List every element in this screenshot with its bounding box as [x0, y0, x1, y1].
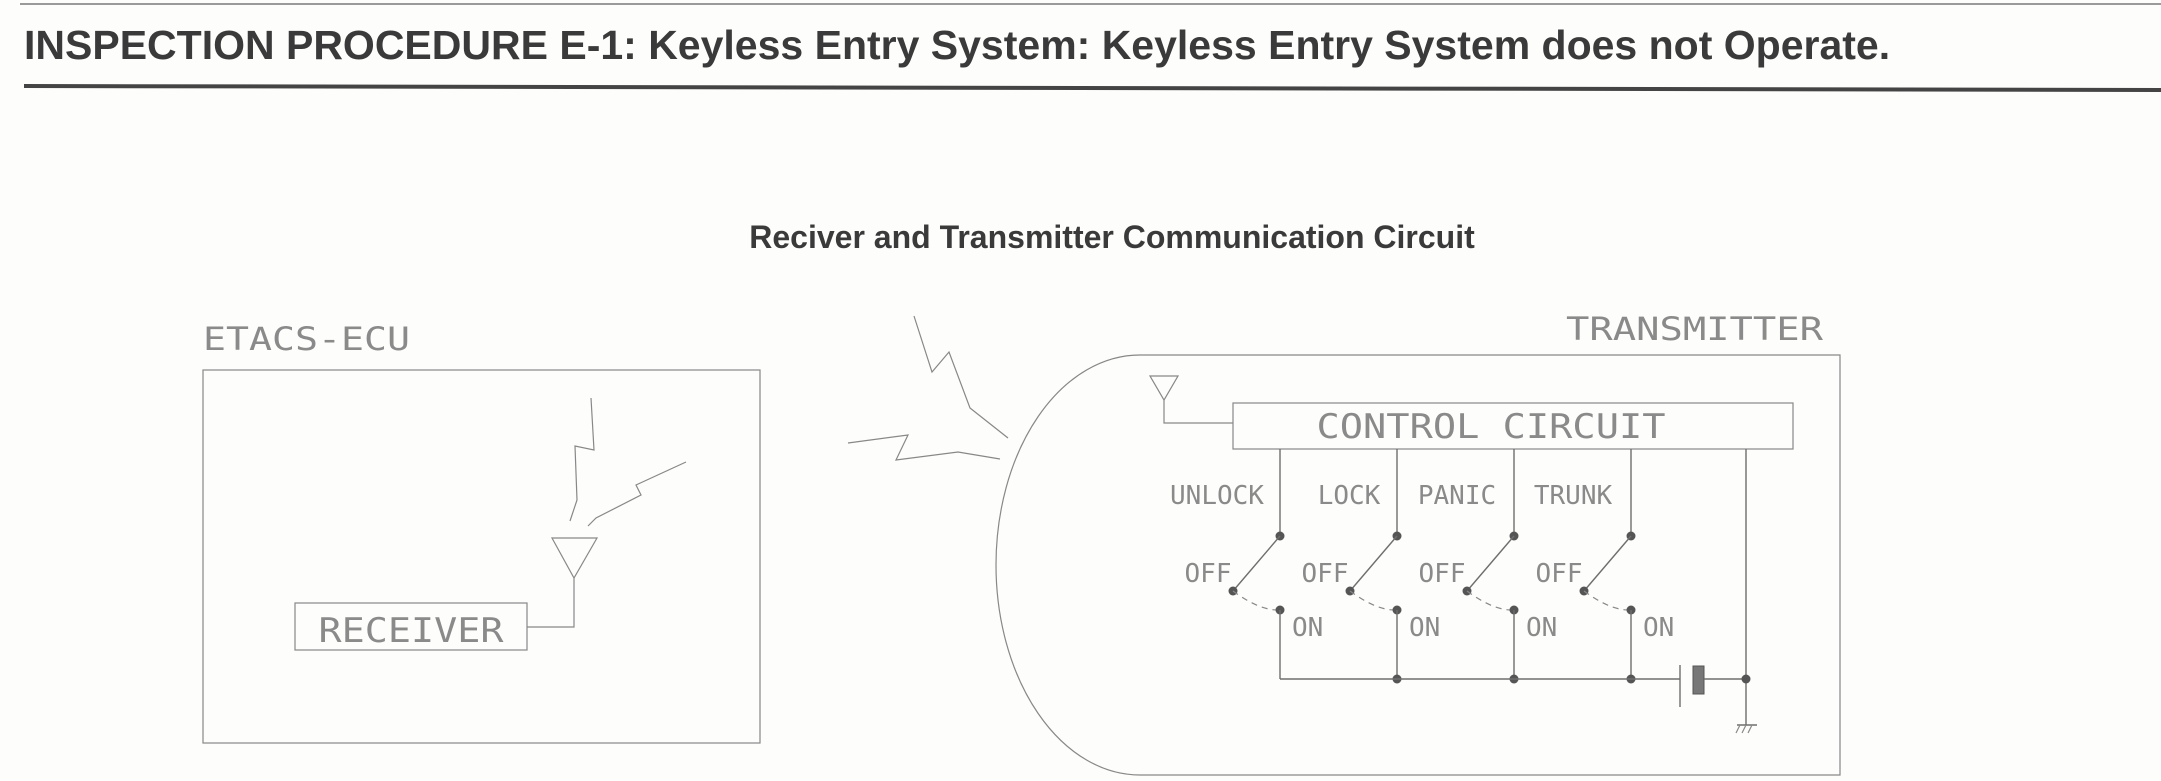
battery-icon: [1692, 665, 1705, 695]
switch-lever: [1583, 535, 1632, 592]
signal-bolt-diagonal-icon: [587, 461, 687, 527]
switch-group: UNLOCK OFF ON LOCK OFF ON PANIC OFF ON TRUNK OFF ON: [1170, 449, 1674, 684]
switch-on-path: [1466, 590, 1515, 611]
switch-off-label: OFF: [1185, 559, 1232, 589]
page-title: INSPECTION PROCEDURE E-1: Keyless Entry …: [24, 22, 1891, 68]
signal-bolt-vertical-icon: [569, 397, 595, 522]
switch-off-label: OFF: [1419, 559, 1466, 589]
switch-label-unlock: UNLOCK: [1170, 481, 1264, 511]
ecu-box: [202, 369, 761, 744]
receiver-antenna-icon: [550, 537, 599, 580]
header-underline: [23, 84, 2161, 92]
ground-hatch: [1747, 724, 1753, 734]
receiver-wire: [527, 578, 575, 628]
switch-on-path: [1349, 590, 1398, 611]
switch-label-panic: PANIC: [1418, 481, 1496, 511]
switch-on-label: ON: [1526, 613, 1557, 643]
signal-bolt-lower-icon: [847, 434, 1001, 461]
switch-off-label: OFF: [1536, 559, 1583, 589]
ecu-label: ETACS-ECU: [203, 320, 410, 358]
switch-on-path: [1232, 590, 1281, 611]
switch-label-trunk: TRUNK: [1534, 481, 1613, 511]
switch-on-path: [1583, 590, 1632, 611]
transmitter-antenna-icon: [1148, 375, 1180, 402]
control-circuit-box: [1232, 402, 1794, 450]
transmitter-label: TRANSMITTER: [1566, 310, 1824, 348]
switch-lever: [1232, 535, 1281, 592]
switch-on-label: ON: [1292, 613, 1323, 643]
switch-lever: [1466, 535, 1515, 592]
diagram-title: Reciver and Transmitter Communication Ci…: [749, 219, 1475, 255]
switch-off-label: OFF: [1302, 559, 1349, 589]
ground-hatch: [1735, 724, 1741, 734]
switch-on-label: ON: [1409, 613, 1440, 643]
junction-dot: [1741, 674, 1751, 684]
transmitter-body: [995, 354, 1841, 776]
control-circuit-label: CONTROL CIRCUIT: [1317, 407, 1666, 447]
switch-lever: [1349, 535, 1398, 592]
switch-on-label: ON: [1643, 613, 1674, 643]
switch-label-lock: LOCK: [1318, 481, 1381, 511]
receiver-label: RECEIVER: [319, 611, 505, 651]
signal-bolt-upper-icon: [913, 315, 1009, 439]
ground-hatch: [1741, 724, 1747, 734]
antenna-wire: [1163, 400, 1233, 424]
